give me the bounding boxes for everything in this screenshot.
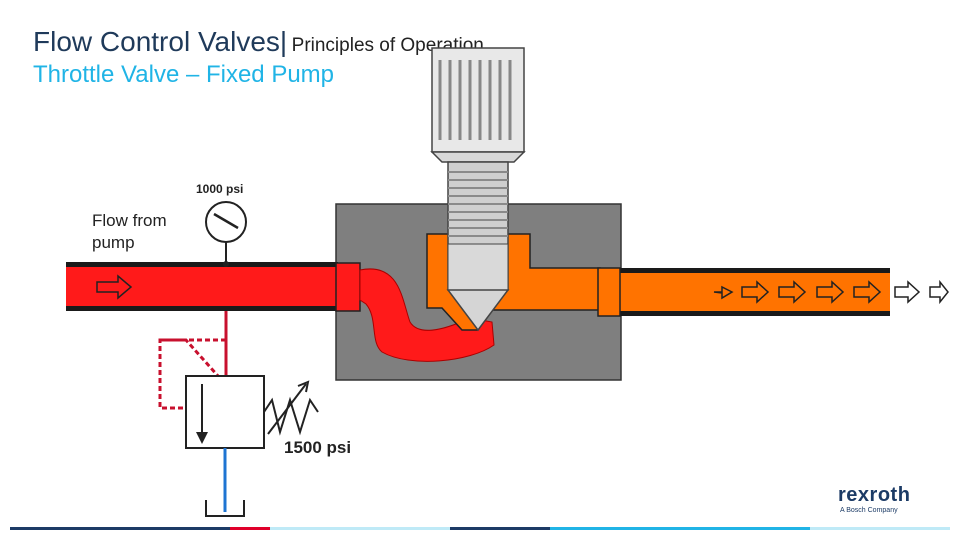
brand-tagline: A Bosch Company bbox=[840, 507, 898, 514]
title-separator: | bbox=[279, 26, 288, 57]
exit-flow-arrows bbox=[894, 279, 949, 305]
relief-spring bbox=[263, 380, 319, 436]
relief-valve bbox=[185, 375, 265, 449]
gauge-reading-label: 1000 psi bbox=[196, 182, 244, 196]
flow-label-line2: pump bbox=[92, 233, 135, 252]
adjustment-knob[interactable] bbox=[430, 47, 526, 163]
needle-stem bbox=[447, 161, 509, 291]
inlet-flow-arrow bbox=[96, 274, 133, 300]
relief-setting-label: 1500 psi bbox=[284, 438, 352, 457]
inlet-fitting bbox=[335, 262, 361, 312]
brand-name: rexroth bbox=[838, 484, 911, 506]
tank-symbol bbox=[205, 500, 245, 517]
outlet-fitting bbox=[597, 267, 621, 317]
pilot-line bbox=[158, 338, 226, 410]
flow-label-line1: Flow from bbox=[92, 211, 167, 230]
rexroth-logo: rexroth A Bosch Company bbox=[838, 484, 910, 514]
pressure-gauge bbox=[205, 201, 247, 267]
slide-title: Flow Control Valves| Principles of Opera… bbox=[33, 26, 484, 58]
outlet-flow-arrows bbox=[713, 280, 882, 304]
needle-tip bbox=[446, 289, 510, 332]
footer-bar bbox=[10, 527, 950, 530]
internal-passage-high bbox=[359, 268, 495, 362]
slide-subtitle: Throttle Valve – Fixed Pump bbox=[33, 61, 335, 88]
flow-from-pump-label: Flow from pump bbox=[92, 210, 167, 254]
title-main: Flow Control Valves bbox=[33, 26, 280, 57]
